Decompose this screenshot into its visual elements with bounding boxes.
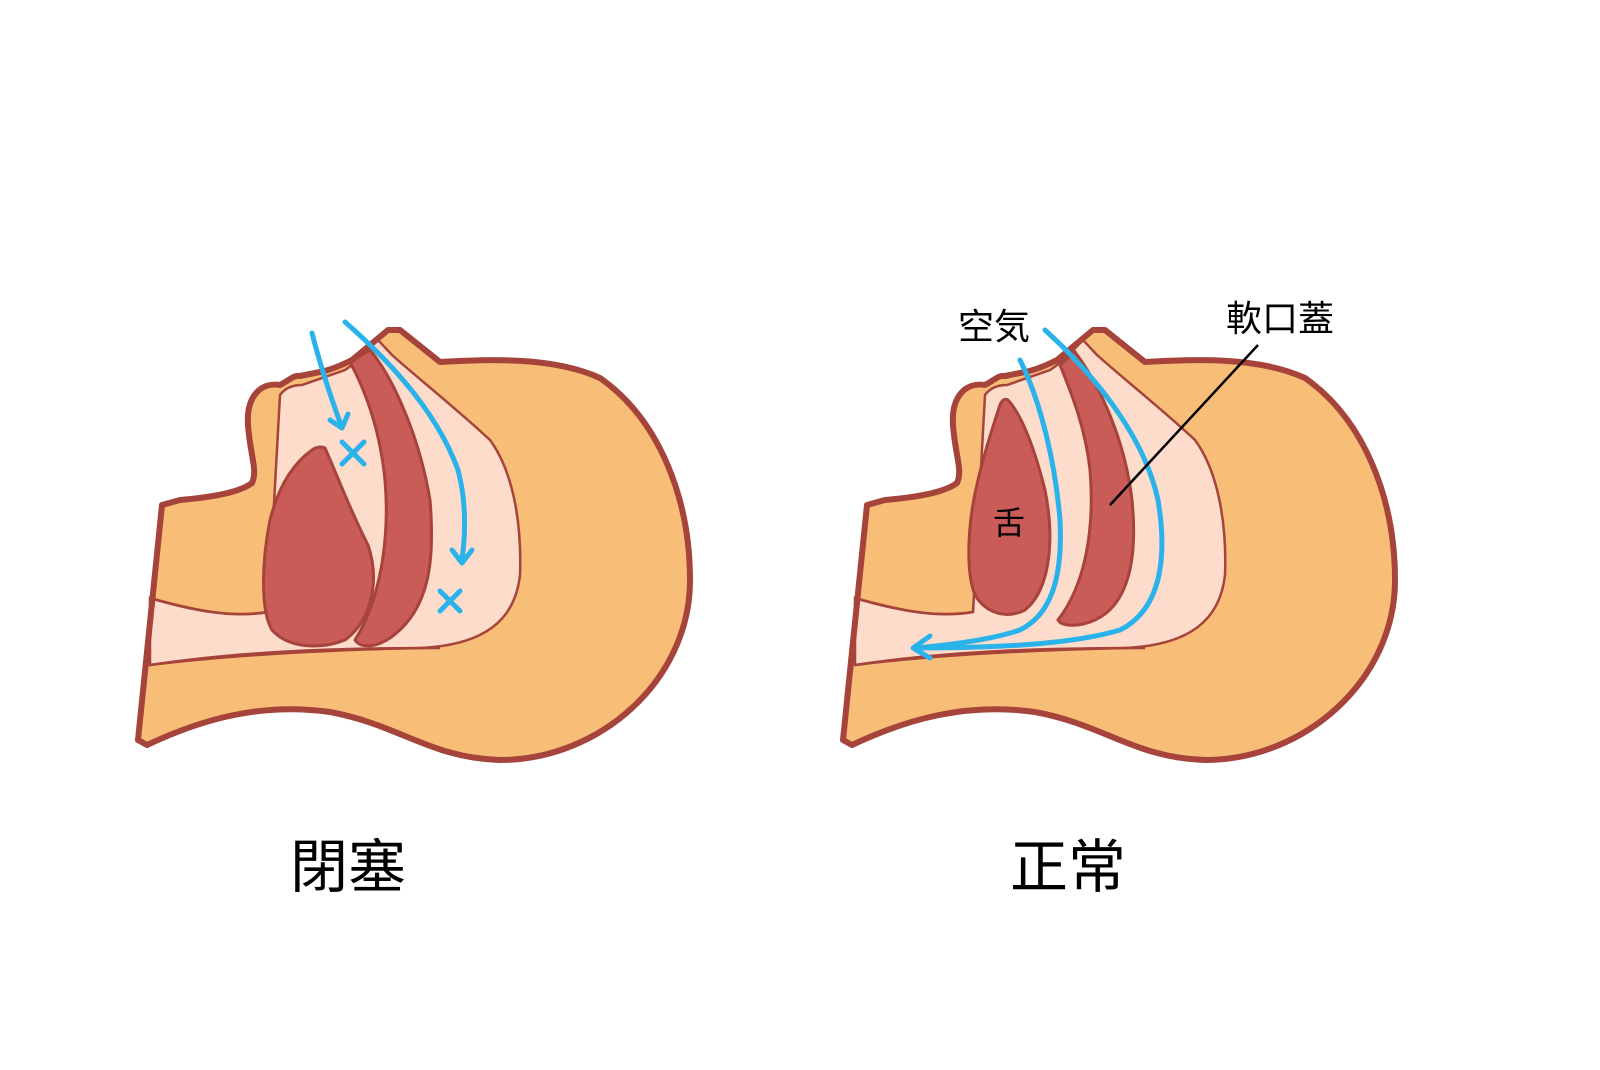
caption-normal: 正常	[1009, 833, 1126, 901]
label-soft-palate: 軟口蓋	[1226, 299, 1335, 340]
tongue	[967, 397, 1052, 616]
airflow-arrow-nose-blocked	[342, 319, 468, 563]
throat-contour	[854, 646, 1146, 667]
normal-airway-panel	[840, 327, 1398, 763]
blocked-mark-2	[437, 588, 463, 614]
throat-contour	[149, 646, 441, 667]
label-air: 空気	[958, 307, 1031, 348]
tongue-collapsed	[262, 445, 375, 648]
jaw-contour	[854, 596, 974, 616]
airflow-arrow-nose-head	[449, 547, 475, 566]
head-outline	[135, 327, 693, 763]
airflow-arrow-mouth-blocked	[309, 330, 345, 431]
soft-palate-collapsed	[348, 348, 434, 648]
blocked-mark-1	[339, 439, 367, 467]
soft-palate-leader-line	[1109, 344, 1259, 506]
head-outline	[840, 327, 1398, 763]
airflow-arrow-nose	[912, 327, 1165, 651]
soft-palate	[1056, 349, 1136, 627]
airflow-arrow-head	[910, 633, 933, 661]
label-tongue: 舌	[993, 504, 1026, 542]
caption-obstructed: 閉塞	[289, 833, 406, 901]
obstructed-airway-panel	[135, 319, 693, 763]
jaw-contour	[149, 596, 269, 616]
airflow-arrow-mouth	[912, 357, 1063, 651]
airflow-arrow-mouth-head	[327, 411, 351, 431]
